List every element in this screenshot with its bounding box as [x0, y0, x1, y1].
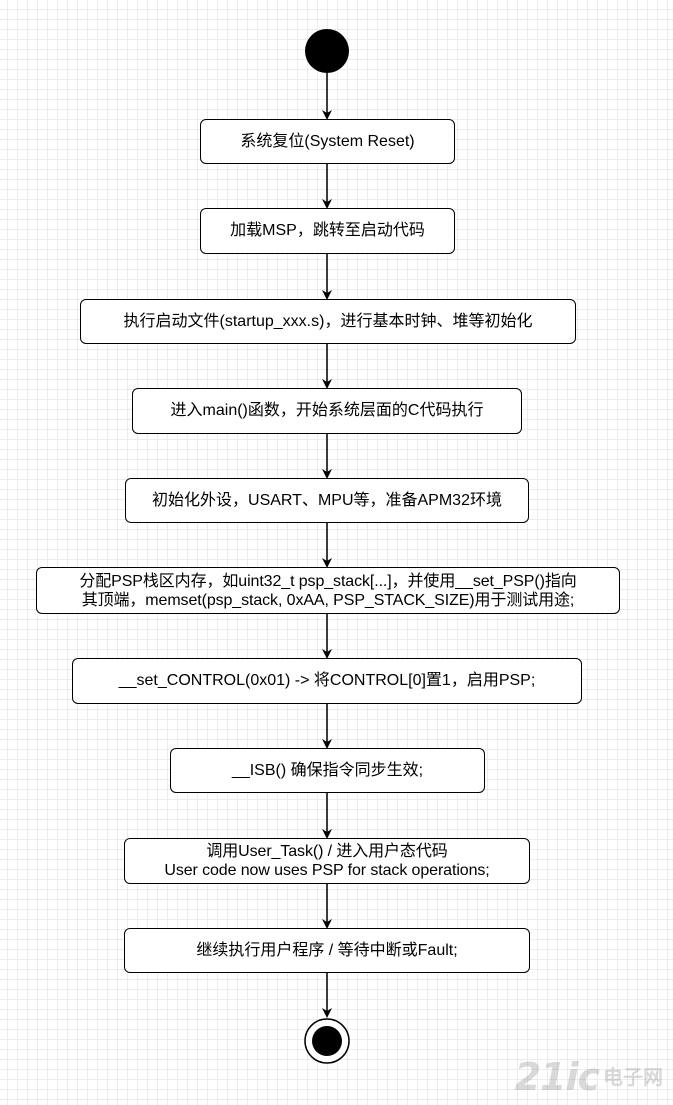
step-label: __ISB() 确保指令同步生效; — [231, 761, 424, 779]
step-init-peripherals: 初始化外设，USART、MPU等，准备APM32环境 — [125, 478, 529, 523]
step-set-control: __set_CONTROL(0x01) -> 将CONTROL[0]置1，启用P… — [72, 658, 582, 704]
step-label-line1: 分配PSP栈区内存，如uint32_t psp_stack[...]，并使用__… — [79, 572, 577, 590]
step-isb: __ISB() 确保指令同步生效; — [170, 748, 485, 793]
watermark-logo: 21ic — [514, 1055, 600, 1099]
step-label-line2: User code now uses PSP for stack operati… — [164, 862, 490, 879]
step-continue-user-program: 继续执行用户程序 / 等待中断或Fault; — [124, 928, 530, 973]
step-user-task: 调用User_Task() / 进入用户态代码 User code now us… — [124, 838, 530, 884]
start-node — [305, 29, 349, 73]
step-label: 初始化外设，USART、MPU等，准备APM32环境 — [152, 491, 502, 509]
end-node-inner — [312, 1026, 342, 1056]
step-label: 执行启动文件(startup_xxx.s)，进行基本时钟、堆等初始化 — [123, 312, 533, 330]
step-enter-main: 进入main()函数，开始系统层面的C代码执行 — [132, 388, 522, 434]
step-label: 加载MSP，跳转至启动代码 — [230, 222, 425, 239]
step-label-line1: 调用User_Task() / 进入用户态代码 — [206, 843, 448, 860]
step-system-reset: 系统复位(System Reset) — [200, 119, 455, 164]
watermark-site-name: 电子网 — [603, 1065, 663, 1089]
step-label: 进入main()函数，开始系统层面的C代码执行 — [170, 402, 484, 419]
watermark: 21ic 电子网 — [515, 1055, 663, 1099]
step-load-msp: 加载MSP，跳转至启动代码 — [200, 208, 455, 254]
step-startup-file: 执行启动文件(startup_xxx.s)，进行基本时钟、堆等初始化 — [80, 299, 576, 344]
step-label: 系统复位(System Reset) — [240, 132, 415, 150]
step-allocate-psp: 分配PSP栈区内存，如uint32_t psp_stack[...]，并使用__… — [36, 567, 620, 614]
step-label-line2: 其顶端，memset(psp_stack, 0xAA, PSP_STACK_SI… — [81, 591, 575, 609]
step-label: 继续执行用户程序 / 等待中断或Fault; — [196, 941, 458, 959]
step-label: __set_CONTROL(0x01) -> 将CONTROL[0]置1，启用P… — [118, 672, 536, 689]
watermark-text: 电子网 — [603, 1066, 663, 1088]
